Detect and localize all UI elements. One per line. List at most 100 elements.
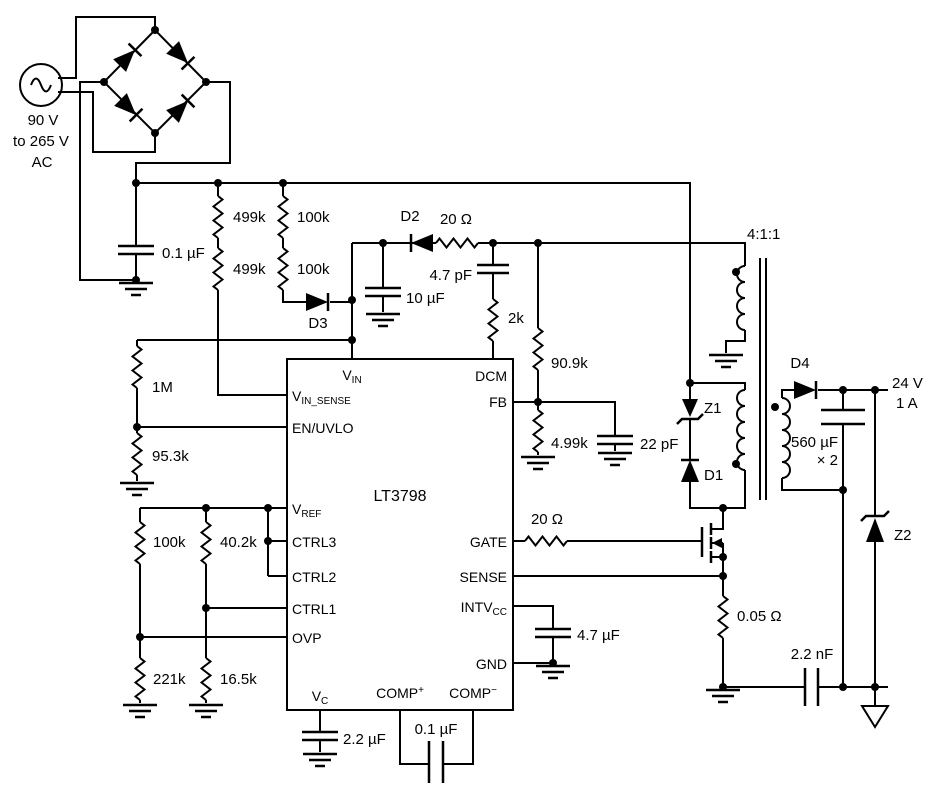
label-221k: 221k	[153, 671, 186, 688]
resistor-499k-lower	[212, 247, 224, 291]
diodes	[304, 232, 890, 542]
resistor-100k-ctrl	[134, 521, 146, 565]
ground-ic-gnd	[534, 664, 572, 680]
ic-part-number: LT3798	[373, 488, 426, 505]
ground-bias-winding	[707, 353, 745, 369]
label-22pF: 22 pF	[640, 436, 678, 453]
bias-winding	[736, 265, 746, 331]
bridge-rectifier	[102, 28, 208, 135]
label-499k-1: 499k	[233, 209, 266, 226]
ic-body	[286, 358, 514, 711]
diode-d4	[792, 379, 818, 401]
resistor-499k-upper	[212, 195, 224, 239]
labels: 90 V to 265 V AC 0.1 µF 499k 499k 100k 1…	[13, 112, 923, 748]
ac-source-circle	[19, 63, 63, 107]
resistor-2k	[487, 298, 499, 342]
ground-vc	[301, 752, 339, 768]
pin-label-gate: GATE	[470, 534, 507, 550]
capacitors	[118, 244, 865, 783]
grounds	[117, 281, 890, 768]
resistor-100k-upper	[277, 195, 289, 239]
diode-d2	[409, 232, 435, 254]
fb-cap-22pF	[597, 434, 633, 446]
pin-label-ctrl2: CTRL2	[292, 569, 337, 585]
vin-cap-10uF	[365, 286, 401, 298]
label-d2: D2	[400, 208, 419, 225]
comp-cap-0p1uF	[427, 741, 445, 783]
pin-label-vin-sense: VIN_SENSE	[292, 388, 351, 407]
ac-source	[19, 63, 63, 107]
zener-z1	[676, 399, 704, 425]
pin-label-ctrl1: CTRL1	[292, 601, 337, 617]
label-d4: D4	[790, 355, 809, 372]
ac-label-line3: AC	[32, 154, 53, 171]
label-4p7pF: 4.7 pF	[429, 267, 472, 284]
label-499k-2: 499k	[233, 261, 266, 278]
label-d3: D3	[308, 315, 327, 332]
junction-dots	[100, 26, 879, 691]
label-0p05ohm: 0.05 Ω	[737, 608, 782, 625]
primary-winding	[736, 389, 746, 471]
label-z1: Z1	[704, 400, 722, 417]
label-100k-1: 100k	[297, 209, 330, 226]
resistor-221k	[134, 657, 146, 701]
label-90p9k: 90.9k	[551, 355, 588, 372]
pin-label-vref: VREF	[292, 501, 321, 520]
label-20ohm-bias: 20 Ω	[440, 211, 472, 228]
resistor-4p99k	[532, 409, 544, 453]
label-20ohm-gate: 20 Ω	[531, 511, 563, 528]
ac-label-line1: 90 V	[28, 112, 59, 129]
label-40p2k: 40.2k	[220, 534, 257, 551]
secondary-winding	[781, 397, 791, 479]
ground-4p99k	[519, 455, 557, 471]
vc-cap-2p2uF	[302, 730, 338, 742]
sine-wave-icon	[30, 77, 52, 93]
ground-16p5k	[187, 703, 225, 719]
ac-label-line2: to 265 V	[13, 133, 69, 150]
zener-z2	[860, 510, 890, 542]
pin-label-en-uvlo: EN/UVLO	[292, 420, 354, 436]
label-input-cap: 0.1 µF	[162, 245, 205, 262]
label-z2: Z2	[894, 527, 912, 544]
resistor-1M	[131, 345, 143, 389]
primary-phase-dot	[732, 460, 740, 468]
ground-input	[117, 281, 155, 297]
pin-label-ovp: OVP	[292, 630, 322, 646]
pin-label-vin: VIN	[342, 367, 361, 386]
label-2p2uF: 2.2 µF	[343, 731, 386, 748]
resistor-16p5k	[200, 657, 212, 701]
ground-sense	[704, 688, 742, 704]
label-output-voltage: 24 V	[892, 375, 923, 392]
ground-221k	[121, 703, 159, 719]
label-95p3k: 95.3k	[152, 448, 189, 465]
resistor-20ohm-gate	[524, 535, 568, 547]
label-2k: 2k	[508, 310, 524, 327]
bias-phase-dot	[732, 268, 740, 276]
label-16p5k: 16.5k	[220, 671, 257, 688]
label-4p99k: 4.99k	[551, 435, 588, 452]
label-output-current: 1 A	[896, 395, 918, 412]
input-filter-cap	[118, 244, 154, 256]
diode-d3	[304, 291, 330, 313]
resistor-0p05ohm	[717, 595, 729, 639]
resistor-40p2k	[200, 521, 212, 565]
wires	[58, 16, 888, 765]
pin-label-fb: FB	[489, 394, 507, 410]
ic-lt3798	[286, 358, 514, 711]
label-10uF: 10 µF	[406, 290, 445, 307]
label-comp-cap: 0.1 µF	[415, 721, 458, 738]
ground-22pF	[596, 451, 634, 467]
resistor-90p9k	[532, 327, 544, 371]
label-560uF: 560 µF	[791, 434, 838, 451]
label-4p7uF: 4.7 µF	[577, 627, 620, 644]
mosfet	[700, 523, 722, 563]
diode-d1	[679, 458, 701, 484]
ground-95p3k	[118, 481, 156, 497]
resistor-20ohm-bias	[435, 237, 479, 249]
ground-10uF	[364, 312, 402, 328]
dcm-cap-4p7pF	[477, 263, 509, 275]
pin-label-dcm: DCM	[475, 368, 507, 384]
pin-label-vc: VC	[312, 688, 329, 707]
